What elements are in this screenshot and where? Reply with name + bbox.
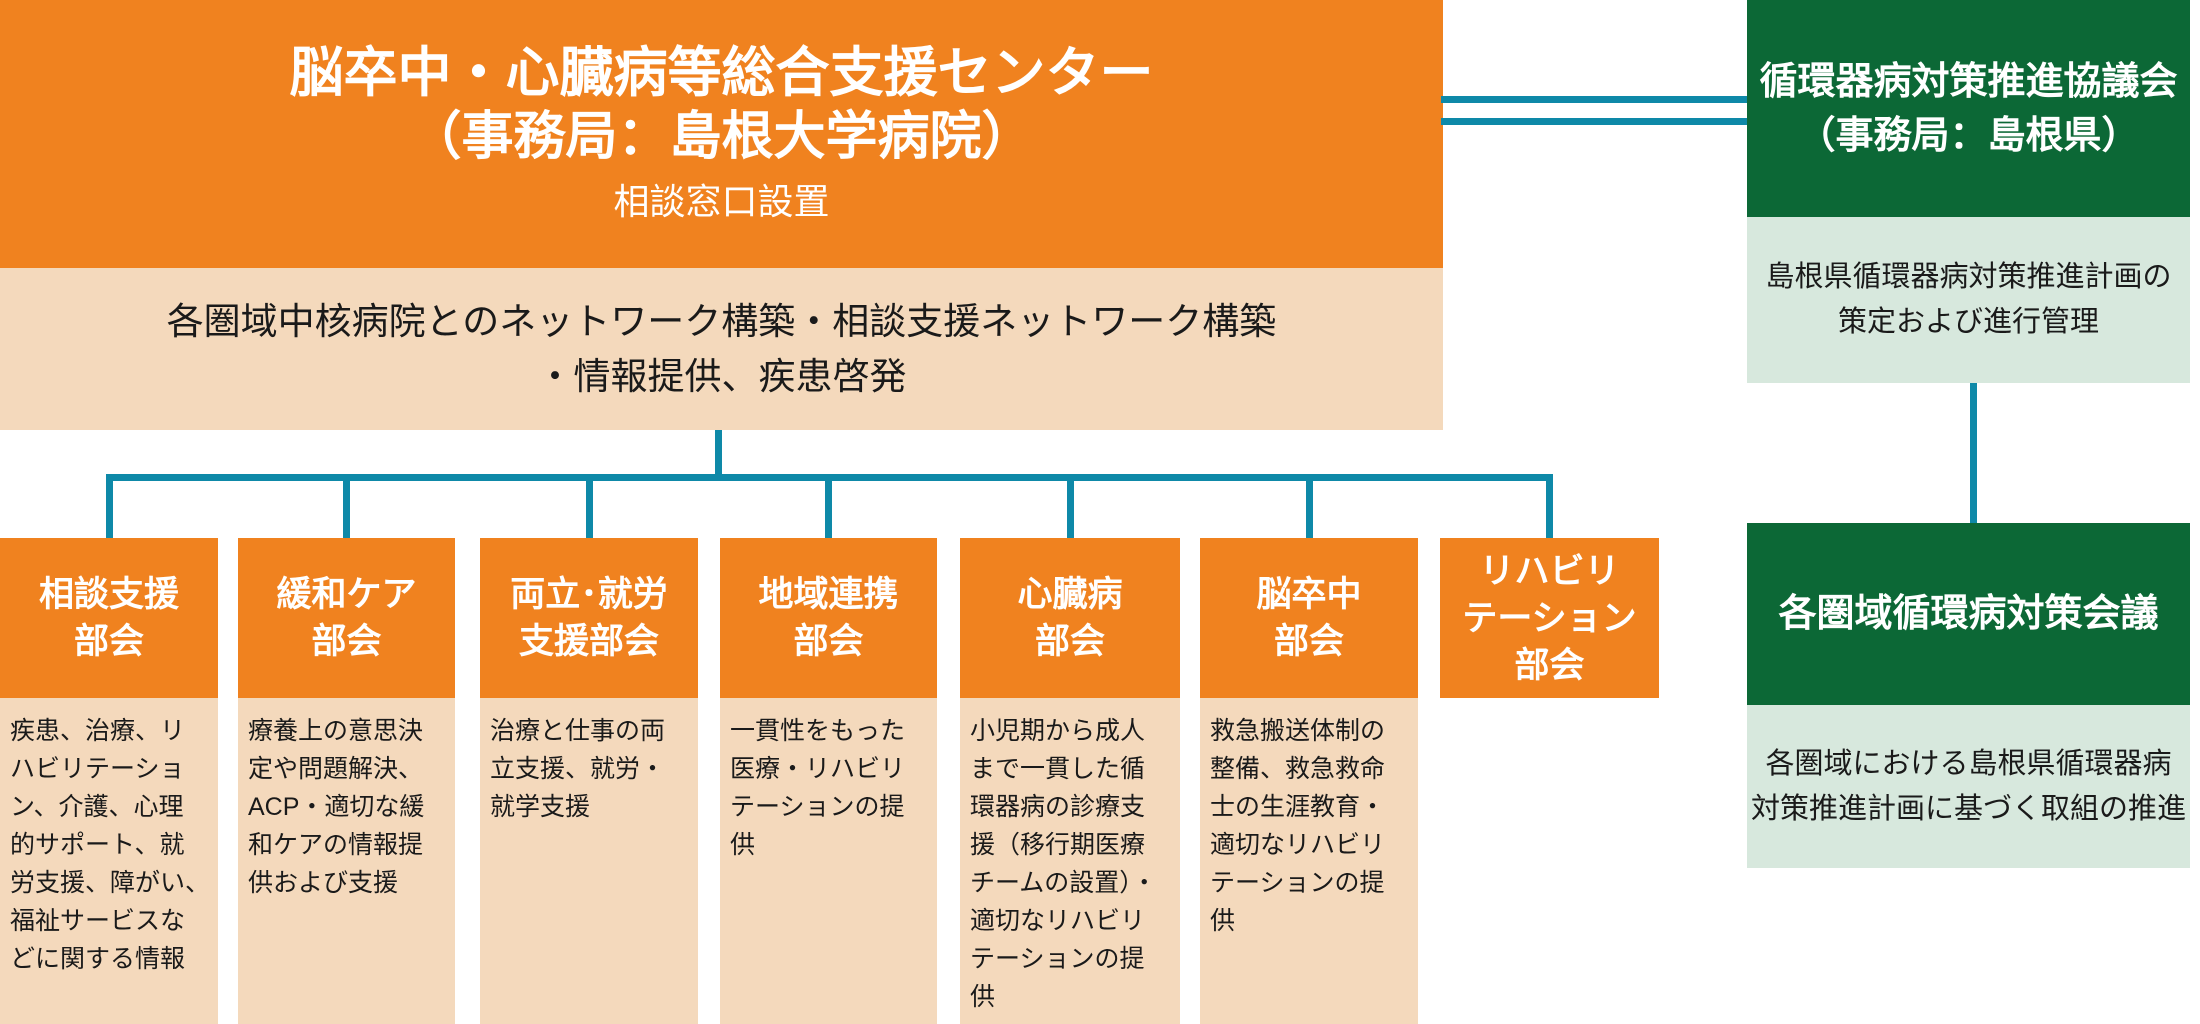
connector-center-council-bottom — [1441, 118, 1747, 125]
network-note-box: 各圏域中核病院とのネットワーク構築・相談支援ネットワーク構築 ・情報提供、疾患啓… — [0, 268, 1443, 430]
subcommittee-desc-5: 小児期から成人 まで一貫した循 環器病の診療支 援（移行期医療 チームの設置）・… — [960, 698, 1180, 1024]
subcommittee-box-1: 相談支援 部会 — [0, 538, 218, 698]
subcommittee-box-5: 心臓病 部会 — [960, 538, 1180, 698]
regional-council-box: 各圏域循環病対策会議 — [1747, 523, 2190, 705]
council-role-text: 島根県循環器病対策推進計画の 策定および進行管理 — [1765, 261, 2172, 338]
subcommittee-box-2: 緩和ケア 部会 — [238, 538, 455, 698]
subcommittee-desc-4: 一貫性をもった 医療・リハビリ テーションの提 供 — [720, 698, 937, 1024]
connector-council-regional — [1970, 383, 1977, 523]
connector-center-council-top — [1441, 96, 1747, 103]
subcommittee-box-4: 地域連携 部会 — [720, 538, 937, 698]
subcommittee-desc-6: 救急搬送体制の 整備、救急救命 士の生涯教育・ 適切なリハビリ テーションの提 … — [1200, 698, 1418, 1024]
regional-council-title: 各圏域循環病対策会議 — [1778, 593, 2159, 635]
support-center-title: 脳卒中・心臓病等総合支援センター — [289, 43, 1154, 103]
connector-stub-5 — [1067, 474, 1074, 538]
connector-stub-7 — [1546, 474, 1553, 538]
council-title: 循環器病対策推進協議会 （事務局：島根県） — [1759, 60, 2178, 157]
network-note-text: 各圏域中核病院とのネットワーク構築・相談支援ネットワーク構築 ・情報提供、疾患啓… — [166, 301, 1277, 397]
subcommittee-desc-3: 治療と仕事の両 立支援、就労・ 就学支援 — [480, 698, 698, 1024]
connector-trunk — [715, 430, 722, 478]
support-center-box: 脳卒中・心臓病等総合支援センター （事務局：島根大学病院） 相談窓口設置 — [0, 0, 1443, 268]
connector-stub-2 — [343, 474, 350, 538]
support-center-office: （事務局：島根大学病院） — [409, 108, 1034, 166]
consultation-desk-label: 相談窓口設置 — [613, 181, 830, 222]
council-box: 循環器病対策推進協議会 （事務局：島根県） — [1747, 0, 2190, 217]
subcommittee-box-6: 脳卒中 部会 — [1200, 538, 1418, 698]
subcommittee-box-7: リハビリ テーション 部会 — [1440, 538, 1659, 698]
regional-role-text: 各圏域における島根県循環器病 対策推進計画に基づく取組の推進 — [1750, 747, 2186, 825]
connector-stub-4 — [825, 474, 832, 538]
subcommittee-desc-1: 疾患、治療、リ ハビリテーショ ン、介護、心理 的サポート、就 労支援、障がい、… — [0, 698, 218, 1024]
connector-stub-3 — [586, 474, 593, 538]
connector-stub-6 — [1306, 474, 1313, 538]
council-role-box: 島根県循環器病対策推進計画の 策定および進行管理 — [1747, 217, 2190, 383]
connector-stub-1 — [106, 474, 113, 538]
regional-role-box: 各圏域における島根県循環器病 対策推進計画に基づく取組の推進 — [1747, 705, 2190, 868]
subcommittee-box-3: 両立･就労 支援部会 — [480, 538, 698, 698]
subcommittee-desc-2: 療養上の意思決 定や問題解決、 ACP・適切な緩 和ケアの情報提 供および支援 — [238, 698, 455, 1024]
